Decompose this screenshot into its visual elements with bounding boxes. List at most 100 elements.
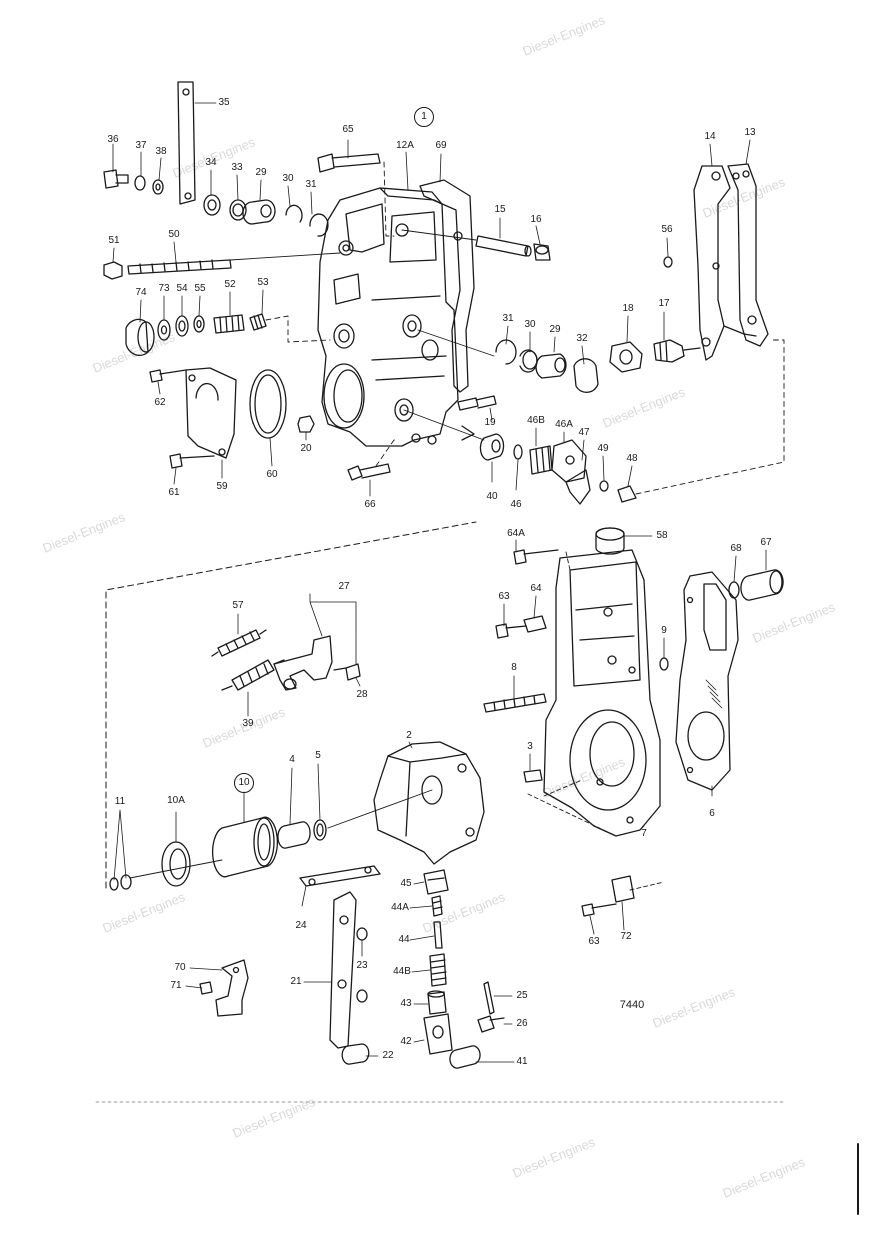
pin-44 bbox=[433, 921, 443, 949]
callout-18: 18 bbox=[622, 303, 634, 314]
block-42 bbox=[423, 1013, 453, 1055]
callout-26: 26 bbox=[516, 1018, 528, 1029]
washer-54 bbox=[175, 315, 189, 337]
plate-59 bbox=[185, 367, 237, 459]
callout-11: 11 bbox=[114, 796, 126, 807]
nut-51 bbox=[103, 261, 123, 280]
bracket-70 bbox=[215, 959, 249, 1017]
callout-27: 27 bbox=[338, 581, 350, 592]
nut-20 bbox=[297, 415, 315, 433]
callout-30: 30 bbox=[282, 173, 294, 184]
callout-37: 37 bbox=[135, 140, 147, 151]
callout-65: 65 bbox=[342, 124, 354, 135]
callout-29: 29 bbox=[255, 167, 267, 178]
callout-44: 44 bbox=[398, 934, 410, 945]
link-24 bbox=[299, 865, 381, 887]
callout-43: 43 bbox=[400, 998, 412, 1009]
seal-30 bbox=[285, 204, 303, 223]
pin-25 bbox=[483, 981, 495, 1015]
lever-27 bbox=[273, 635, 333, 691]
cap-74 bbox=[125, 318, 149, 356]
nut-23a bbox=[356, 927, 368, 941]
callout-31: 31 bbox=[305, 179, 317, 190]
housing-1 bbox=[317, 187, 459, 447]
lever-47 bbox=[565, 469, 591, 505]
callout-24: 24 bbox=[295, 920, 307, 931]
washer-9 bbox=[659, 657, 669, 671]
callout-71: 71 bbox=[170, 980, 182, 991]
callout-46A: 46A bbox=[555, 419, 573, 430]
callout-48: 48 bbox=[626, 453, 638, 464]
callout-23: 23 bbox=[356, 960, 368, 971]
callout-60: 60 bbox=[266, 469, 278, 480]
callout-5: 5 bbox=[315, 750, 321, 761]
callout-59: 59 bbox=[216, 481, 228, 492]
screw-28 bbox=[333, 663, 361, 681]
bush-4 bbox=[277, 821, 311, 849]
callout-8: 8 bbox=[511, 662, 517, 673]
callout-9: 9 bbox=[661, 625, 667, 636]
callout-52: 52 bbox=[224, 279, 236, 290]
callout-20: 20 bbox=[300, 443, 312, 454]
callout-38: 38 bbox=[155, 146, 167, 157]
bolt-66 bbox=[347, 463, 391, 481]
nut-23b bbox=[356, 989, 368, 1003]
screw-48 bbox=[617, 485, 637, 503]
bolt-63b bbox=[581, 903, 617, 917]
callout-51: 51 bbox=[108, 235, 120, 246]
callout-45: 45 bbox=[400, 878, 412, 889]
callout-25: 25 bbox=[516, 990, 528, 1001]
ring-68 bbox=[728, 581, 740, 599]
ring-46 bbox=[513, 444, 523, 460]
lever-69 bbox=[419, 179, 475, 393]
callout-13: 13 bbox=[744, 127, 756, 138]
sleeve-29 bbox=[242, 199, 276, 225]
screw-26 bbox=[477, 1015, 505, 1033]
cap-41 bbox=[449, 1045, 481, 1069]
spring-52 bbox=[213, 314, 245, 334]
callout-70: 70 bbox=[174, 962, 186, 973]
block-45 bbox=[423, 869, 449, 895]
lever-21 bbox=[329, 891, 357, 1049]
section-link-line bbox=[105, 521, 477, 889]
callout-44B: 44B bbox=[393, 966, 411, 977]
callout-64: 64 bbox=[530, 583, 542, 594]
clip-31b bbox=[495, 339, 517, 365]
callout-54: 54 bbox=[176, 283, 188, 294]
bushing-34 bbox=[203, 194, 221, 216]
callout-19: 19 bbox=[484, 417, 496, 428]
callout-35: 35 bbox=[218, 97, 230, 108]
pin-15 bbox=[475, 235, 529, 257]
callout-73: 73 bbox=[158, 283, 170, 294]
cap-16 bbox=[533, 243, 551, 261]
lever-14 bbox=[693, 165, 731, 361]
callout-46: 46 bbox=[510, 499, 522, 510]
spring-44B bbox=[429, 953, 447, 987]
callout-31b: 31 bbox=[502, 313, 514, 324]
bushing-22 bbox=[341, 1043, 370, 1065]
callout-6: 6 bbox=[709, 808, 715, 819]
callout-40: 40 bbox=[486, 491, 498, 502]
bushing-40 bbox=[479, 433, 505, 461]
drawing-reference-number: 7440 bbox=[619, 999, 645, 1011]
sleeve-29b bbox=[535, 353, 567, 379]
callout-72: 72 bbox=[620, 931, 632, 942]
callout-64A: 64A bbox=[507, 528, 525, 539]
bolt-64A bbox=[513, 549, 559, 565]
callout-3: 3 bbox=[527, 741, 533, 752]
callout-50: 50 bbox=[168, 229, 180, 240]
bolt-63 bbox=[495, 623, 527, 639]
callout-10A: 10A bbox=[167, 795, 185, 806]
callout-53: 53 bbox=[257, 277, 269, 288]
callout-68: 68 bbox=[730, 543, 742, 554]
callout-74: 74 bbox=[135, 287, 147, 298]
callout-1: 1 bbox=[414, 107, 434, 127]
callout-12A: 12A bbox=[396, 140, 414, 151]
cover-7 bbox=[543, 549, 661, 837]
bolt-61 bbox=[169, 453, 215, 469]
callout-47: 47 bbox=[578, 427, 590, 438]
bolt-36 bbox=[103, 169, 129, 189]
callout-2: 2 bbox=[406, 730, 412, 741]
callout-66: 66 bbox=[364, 499, 376, 510]
stud-50 bbox=[127, 259, 232, 275]
